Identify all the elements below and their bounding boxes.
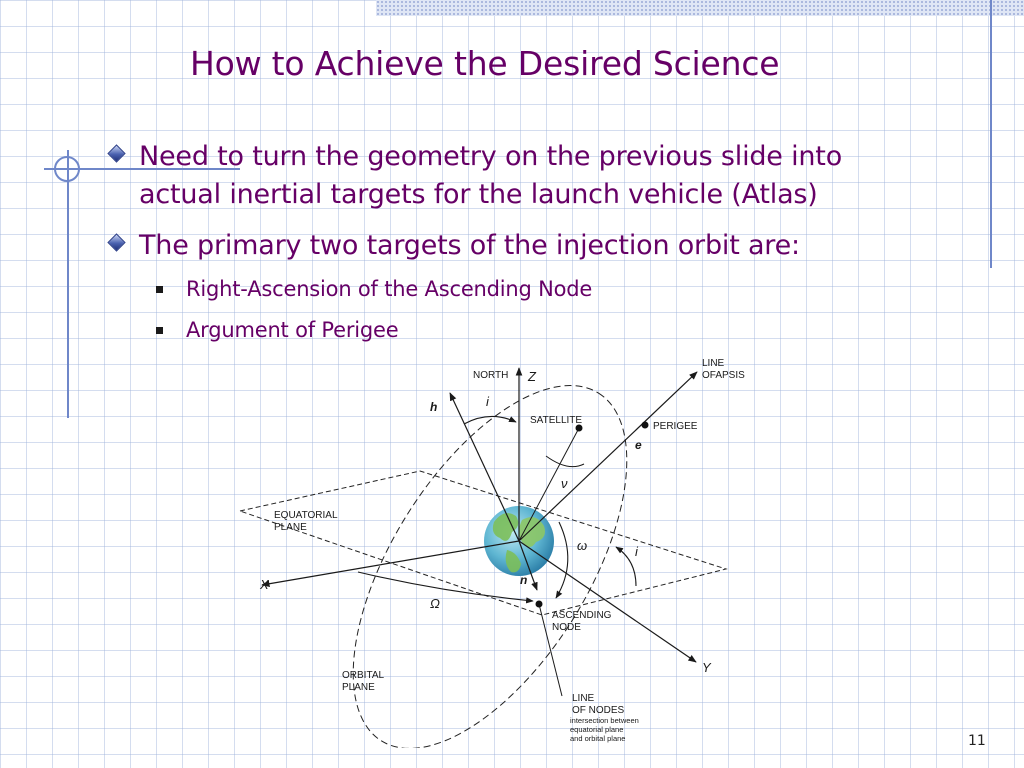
orbital-plane-label: PLANE <box>342 682 375 693</box>
perigee-label: PERIGEE <box>653 421 698 432</box>
inclination-arc-top <box>463 415 517 425</box>
orbital-plane-label: ORBITAL <box>342 670 384 681</box>
orbital-plane <box>352 385 628 748</box>
bullet-line: The primary two targets of the injection… <box>139 230 800 261</box>
line-of-nodes <box>538 603 563 697</box>
eccentricity-label: e <box>635 438 642 452</box>
line-of-nodes-label: LINE <box>572 693 595 704</box>
ascending-node-label: NODE <box>552 622 581 633</box>
perigee-point <box>641 421 649 429</box>
line-of-nodes-note: equatorial plane <box>570 725 623 734</box>
line-of-nodes-note: intersection between <box>570 716 639 725</box>
bullet-item-1: Need to turn the geometry on the previou… <box>107 138 842 214</box>
equatorial-plane-label: PLANE <box>274 522 307 533</box>
decorative-vertical-rule-right <box>990 0 992 268</box>
sub-bullet-text: Argument of Perigee <box>186 318 399 342</box>
argument-of-perigee-label: ω <box>577 538 587 553</box>
orbit-geometry-diagram: NORTH Z LINE OFAPSIS h i SATELLITE PERIG… <box>238 358 745 748</box>
x-axis <box>261 540 520 588</box>
square-bullet-icon <box>156 326 163 334</box>
decorative-vertical-rule-left <box>67 150 69 418</box>
decorative-horizontal-rule <box>44 168 240 170</box>
y-axis <box>518 540 697 663</box>
satellite-radius <box>518 427 580 542</box>
sub-bullet-2: Argument of Perigee <box>156 318 399 342</box>
line-of-nodes-note: and orbital plane <box>570 734 625 743</box>
ascending-node-point <box>535 600 543 608</box>
line-of-nodes-label: OF NODES <box>572 705 625 716</box>
true-anomaly-label: ν <box>561 476 568 491</box>
true-anomaly-arc <box>545 455 585 468</box>
ascending-node-label: ASCENDING <box>552 610 612 621</box>
line-of-apsis <box>518 371 698 542</box>
line-of-apsis-label: OFAPSIS <box>702 370 745 381</box>
argument-of-perigee-arc <box>555 521 569 599</box>
equatorial-plane <box>238 470 728 616</box>
raan-arc <box>357 571 534 604</box>
y-axis-label: Y <box>702 660 712 675</box>
line-of-apsis-label: LINE <box>702 358 725 369</box>
sub-bullet-text: Right-Ascension of the Ascending Node <box>186 277 593 301</box>
bullet-line: Need to turn the geometry on the previou… <box>139 141 843 172</box>
n-vector <box>518 540 538 591</box>
bullet-text-2: The primary two targets of the injection… <box>139 227 800 265</box>
bullet-line: actual inertial targets for the launch v… <box>139 179 818 210</box>
top-decorative-band <box>376 0 1024 16</box>
sub-bullet-1: Right-Ascension of the Ascending Node <box>156 277 592 301</box>
satellite-label: SATELLITE <box>530 415 582 426</box>
inclination-label-right: i <box>635 544 639 559</box>
inclination-arc-right <box>615 546 637 587</box>
n-label: n <box>520 573 527 587</box>
decorative-circle <box>54 156 80 182</box>
x-axis-label: X <box>259 577 270 592</box>
h-label: h <box>430 400 437 414</box>
raan-label: Ω <box>430 596 440 611</box>
page-number: 11 <box>968 733 986 749</box>
satellite-point <box>575 424 583 432</box>
equatorial-plane-label: EQUATORIAL <box>274 510 338 521</box>
inclination-label-top: i <box>486 394 490 409</box>
square-bullet-icon <box>156 285 163 293</box>
bullet-text-1: Need to turn the geometry on the previou… <box>139 138 842 214</box>
bullet-item-2: The primary two targets of the injection… <box>107 227 800 265</box>
z-axis-label: Z <box>527 369 537 384</box>
h-vector <box>449 392 520 542</box>
north-label: NORTH <box>473 370 508 381</box>
diamond-bullet-icon <box>107 144 126 163</box>
slide-title: How to Achieve the Desired Science <box>190 44 780 83</box>
diamond-bullet-icon <box>107 233 126 252</box>
